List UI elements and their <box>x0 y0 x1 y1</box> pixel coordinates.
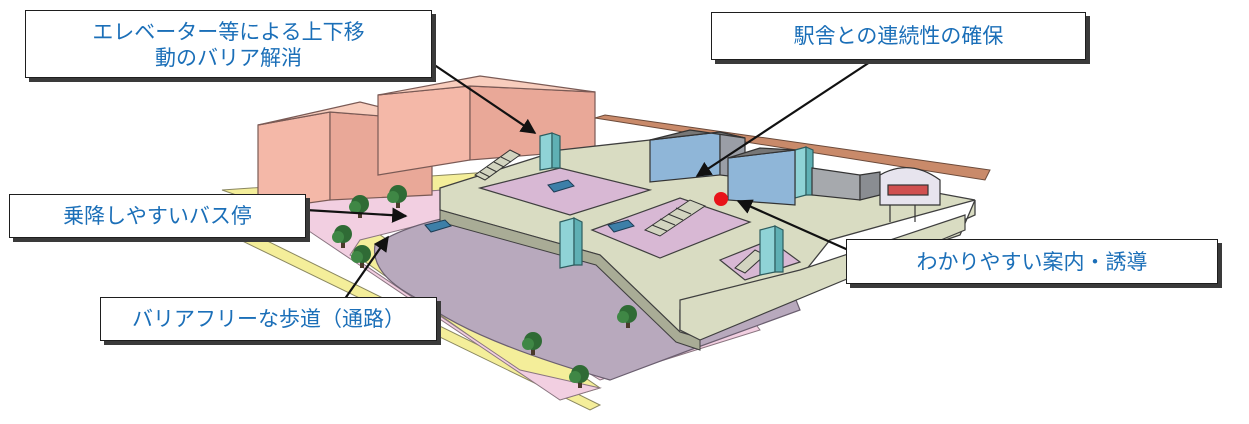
arrow-guidance <box>736 199 856 255</box>
station-building-icon <box>727 147 796 206</box>
callout-elevator-line2: 動のバリア解消 <box>155 46 302 70</box>
bus-icon <box>607 219 635 233</box>
arrow-bus-stop <box>305 207 408 223</box>
callout-elevator: エレベーター等による上下移 動のバリア解消 <box>25 10 432 78</box>
arrow-walkway <box>341 235 389 304</box>
building-right-top <box>377 75 596 96</box>
arrow-elevator <box>429 61 537 134</box>
callout-bus-stop-text: 乗降しやすいバス停 <box>63 204 252 228</box>
callout-station-continuity-text: 駅舎との連続性の確保 <box>793 24 1004 48</box>
callout-guidance: わかりやすい案内・誘導 <box>846 239 1218 284</box>
station-building-icon <box>811 167 881 201</box>
bus-icon <box>424 219 452 233</box>
elevator-tower-icon <box>539 132 561 171</box>
deck-opening <box>477 167 653 216</box>
elevator-tower-icon <box>559 217 583 269</box>
callout-bus-stop: 乗降しやすいバス停 <box>9 194 306 238</box>
callout-elevator-line1: エレベーター等による上下移 <box>92 20 365 44</box>
arrow-station <box>695 61 871 177</box>
stairs-icon <box>474 149 521 181</box>
red-dot-marker-icon <box>714 192 728 206</box>
pedestrian-deck-edge <box>439 209 701 351</box>
building-right-front <box>377 85 471 176</box>
bus-icon <box>547 179 575 193</box>
callout-walkway: バリアフリーな歩道（通路） <box>100 297 437 341</box>
elevator-tower-icon <box>759 225 784 276</box>
callout-walkway-text: バリアフリーな歩道（通路） <box>132 307 405 331</box>
callout-guidance-text: わかりやすい案内・誘導 <box>916 250 1148 274</box>
station-building-icon <box>879 166 941 222</box>
stairs-icon <box>643 199 707 237</box>
elevator-tower-icon <box>794 146 814 199</box>
callout-station-continuity: 駅舎との連続性の確保 <box>711 12 1086 60</box>
